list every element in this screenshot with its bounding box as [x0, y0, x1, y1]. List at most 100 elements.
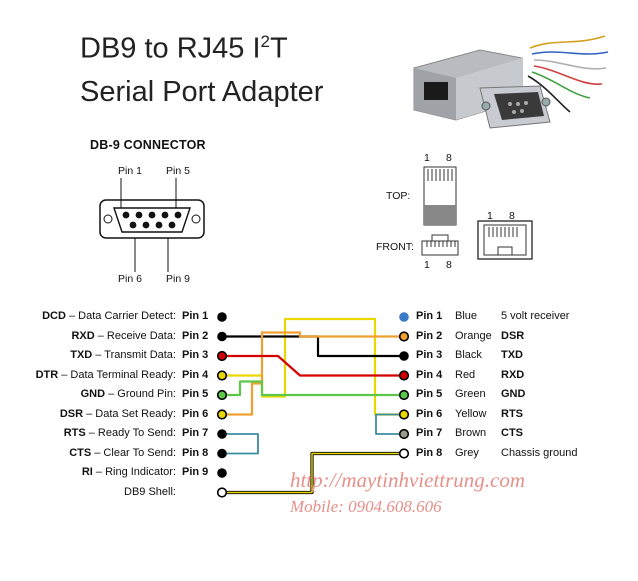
rj45-pin-dot	[398, 370, 410, 381]
db9-pin-number: Pin 3	[182, 349, 209, 361]
wire-red	[222, 354, 404, 377]
jumper-rj45-pin6-pin7	[375, 413, 404, 435]
db9-row-label: GND – Ground Pin:	[81, 388, 176, 400]
db9-row-label: CTS – Clear To Send:	[69, 447, 176, 459]
adapter-photo	[413, 35, 609, 129]
rj45-top-n1: 1	[424, 152, 430, 164]
db9-pin-dot	[216, 409, 228, 420]
wire-color-name: Black	[455, 349, 482, 361]
signal-abbr: DSR	[59, 407, 84, 420]
title-line-2: Serial Port Adapter	[80, 76, 324, 108]
rj45-pin-function: GND	[501, 388, 526, 400]
rj45-top-label: TOP:	[386, 190, 411, 202]
rj45-pin-number: Pin 5	[416, 388, 443, 400]
signal-desc: – Ready To Send:	[85, 427, 176, 439]
rj45-pin-number: Pin 6	[416, 407, 443, 420]
db9-pin-dot	[217, 468, 227, 478]
wire-color-name: Brown	[455, 427, 487, 439]
signal-abbr: CTS	[69, 446, 92, 459]
rj45-pin-dot	[398, 428, 410, 440]
watermark-url: http://maytinhviettrung.com	[290, 468, 526, 492]
db9-pin-dot	[216, 350, 228, 362]
db9-pin-dot	[217, 312, 227, 322]
wire-black	[222, 335, 404, 358]
db9-pin-dot	[216, 389, 228, 401]
rj45-pin-function: 5 volt receiver	[501, 310, 570, 322]
rj45-pin-function: RTS	[501, 407, 523, 420]
db9-row-label: RTS – Ready To Send:	[64, 427, 176, 439]
wire-green	[222, 380, 404, 397]
signal-abbr: RI	[81, 466, 93, 478]
rj45-pin-number: Pin 7	[416, 427, 443, 439]
signal-abbr: DCD	[42, 310, 66, 322]
signal-abbr: TXD	[70, 349, 93, 361]
rj45-jack-n1: 1	[487, 210, 493, 222]
db9-pin-number: Pin 7	[182, 427, 209, 439]
wire-orange	[222, 331, 404, 416]
signal-desc: – Data Set Ready:	[83, 407, 176, 420]
db9-pin-number: Pin 9	[182, 466, 209, 478]
db9-pin-number: Pin 8	[182, 446, 209, 459]
rj45-pin-dot	[399, 312, 409, 322]
db9-row-label: DSR – Data Set Ready:	[60, 408, 176, 420]
signal-abbr: RTS	[63, 427, 86, 439]
db9-pin-dot	[216, 370, 228, 381]
wire-grey	[222, 452, 404, 494]
db9-connector-drawing	[99, 178, 205, 272]
signal-desc: – Transmit Data:	[92, 349, 176, 361]
signal-abbr: DTR	[35, 368, 59, 381]
db9-pin-dot	[217, 429, 227, 439]
db9-heading: DB-9 CONNECTOR	[90, 138, 206, 152]
wire-color-name: Grey	[455, 446, 479, 459]
wire-color-name: Orange	[455, 329, 492, 342]
rj45-pin-dot	[398, 331, 410, 342]
db9-pin-dot	[217, 331, 227, 342]
rj45-jack-n8: 8	[509, 210, 515, 222]
rj45-pin-dot	[398, 389, 410, 401]
rj45-pin-dot	[398, 409, 410, 420]
db9-row-label: DCD – Data Carrier Detect:	[42, 310, 176, 322]
rj45-pin-dot	[399, 351, 409, 361]
db9-pin-number: Pin 5	[182, 388, 209, 400]
rj45-pin-number: Pin 1	[416, 310, 443, 322]
signal-desc: – Data Terminal Ready:	[58, 368, 176, 381]
wire-color-name: Blue	[455, 310, 478, 322]
db9-pin5-label: Pin 5	[166, 165, 190, 177]
db9-row-label: DB9 Shell:	[124, 486, 176, 498]
db9-pin-number: Pin 4	[182, 368, 209, 381]
signal-desc: – Receive Data:	[94, 329, 176, 342]
rj45-pin-number: Pin 4	[416, 368, 443, 381]
db9-pin-number: Pin 1	[182, 310, 209, 322]
rj45-pin-number: Pin 3	[416, 349, 443, 361]
db9-pin6-label: Pin 6	[118, 273, 142, 285]
signal-abbr: RXD	[71, 329, 95, 342]
db9-row-label: RI – Ring Indicator:	[82, 466, 176, 478]
wire-yellow	[222, 317, 404, 416]
db9-row-label: RXD – Receive Data:	[71, 330, 176, 342]
wire-color-name: Green	[455, 388, 486, 400]
signal-desc: – Clear To Send:	[91, 446, 176, 459]
db9-row-label: DTR – Data Terminal Ready:	[36, 369, 176, 381]
jumper-pin7-pin8	[222, 433, 259, 455]
db9-pin-dot	[216, 487, 228, 498]
rj45-pin-function: TXD	[501, 349, 523, 361]
rj45-pin-dot	[398, 448, 410, 459]
wire-color-name: Red	[455, 368, 476, 381]
signal-abbr: GND	[80, 388, 106, 400]
db9-pin-number: Pin 2	[182, 329, 209, 342]
rj45-pin-function: RXD	[501, 368, 525, 381]
rj45-pin-number: Pin 8	[416, 446, 443, 459]
watermark-mobile: Mobile: 0904.608.606	[290, 497, 442, 516]
db9-pin9-label: Pin 9	[166, 273, 190, 285]
signal-desc: – Ground Pin:	[105, 388, 176, 400]
rj45-front-n8: 8	[446, 259, 452, 271]
db9-pin1-label: Pin 1	[118, 165, 142, 177]
title-line-1: DB9 to RJ45 I2T	[80, 32, 288, 65]
rj45-pin-function: CTS	[501, 427, 523, 439]
db9-row-label: TXD – Transmit Data:	[70, 349, 176, 361]
rj45-pin-function: DSR	[501, 329, 525, 342]
rj45-drawings	[421, 166, 533, 260]
signal-desc: – Data Carrier Detect:	[65, 310, 176, 322]
db9-pin-number: Pin 6	[182, 407, 209, 420]
